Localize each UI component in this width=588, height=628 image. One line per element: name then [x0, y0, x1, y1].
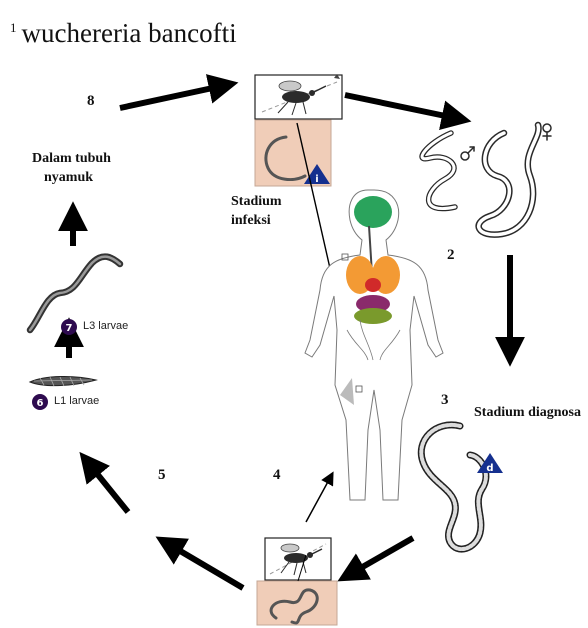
badge-7: 7 [61, 319, 77, 335]
dalam-tubuh-line2: nyamuk [44, 170, 93, 186]
stadium-infeksi-line1: Stadium [231, 194, 282, 210]
microfilaria-icon [421, 425, 486, 549]
step-number-8: 8 [87, 93, 95, 110]
badge-6-text: 6 [37, 398, 44, 409]
step-number-5: 5 [158, 467, 166, 484]
step-number-4: 4 [273, 467, 281, 484]
marker-i-text: i [315, 174, 318, 185]
l1-larva-icon [30, 376, 96, 386]
mosquito-inset-bottom [257, 538, 337, 625]
step-number-2: 2 [447, 247, 455, 264]
stadium-diagnosa-label: Stadium diagnosa [474, 405, 581, 421]
arrow-4-to-body [306, 478, 330, 522]
arrow-d-to-bottom [352, 538, 413, 573]
arrow-8-to-top [120, 86, 222, 108]
adult-worms-icon [422, 124, 551, 235]
badge-7-text: 7 [66, 323, 73, 334]
arrow-5-to-6 [90, 465, 128, 512]
l1-larvae-label: L1 larvae [54, 395, 99, 407]
badge-6: 6 [32, 394, 48, 410]
arrow-bottom-to-5 [170, 545, 243, 588]
stadium-infeksi-line2: infeksi [231, 213, 271, 229]
dalam-tubuh-line1: Dalam tubuh [32, 151, 111, 167]
arrow-top-to-2 [345, 95, 455, 118]
l3-larvae-label: L3 larvae [83, 320, 128, 332]
step-number-3: 3 [441, 392, 449, 409]
marker-d-text: d [486, 463, 493, 474]
l3-larva-icon [30, 257, 120, 330]
